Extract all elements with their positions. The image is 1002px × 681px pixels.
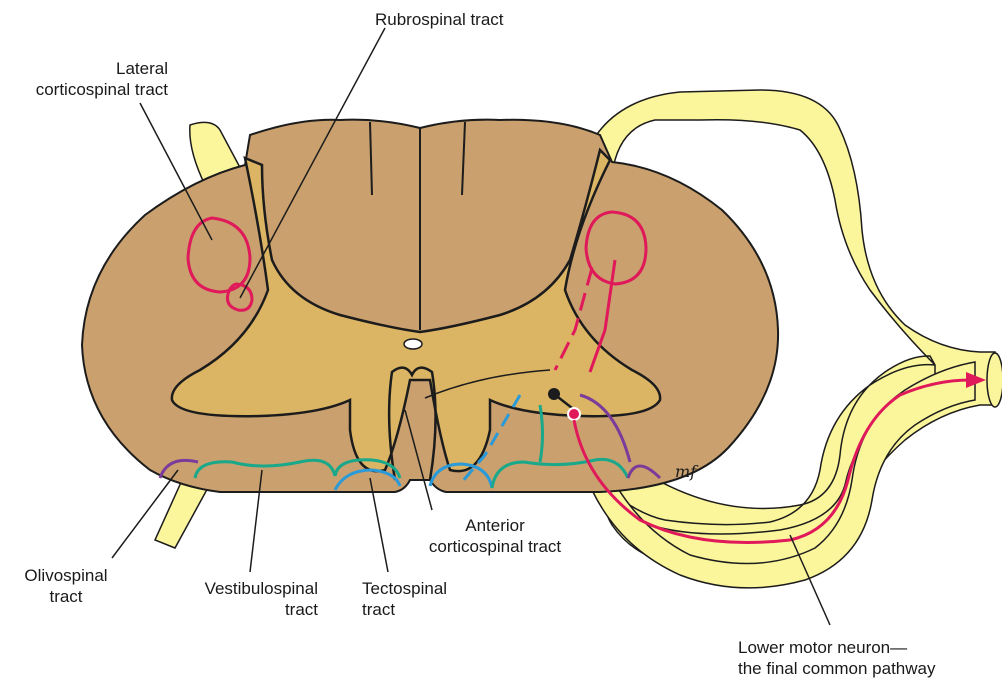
- white-matter: [82, 120, 778, 492]
- label-rubrospinal: Rubrospinal tract: [375, 9, 504, 30]
- lower-motor-neuron-soma: [568, 408, 580, 420]
- label-anterior-corticospinal: Anterior corticospinal tract: [405, 515, 585, 557]
- label-lateral-corticospinal: Lateral corticospinal tract: [10, 58, 168, 100]
- label-vestibulospinal: Vestibulospinal tract: [160, 578, 318, 620]
- label-tectospinal: Tectospinal tract: [362, 578, 447, 620]
- spinal-nerve-end: [987, 353, 1002, 407]
- label-lower-motor-neuron: Lower motor neuron— the final common pat…: [738, 637, 936, 679]
- artist-signature: mf: [675, 462, 696, 481]
- label-olivospinal: Olivospinal tract: [10, 565, 122, 607]
- central-canal: [404, 339, 422, 349]
